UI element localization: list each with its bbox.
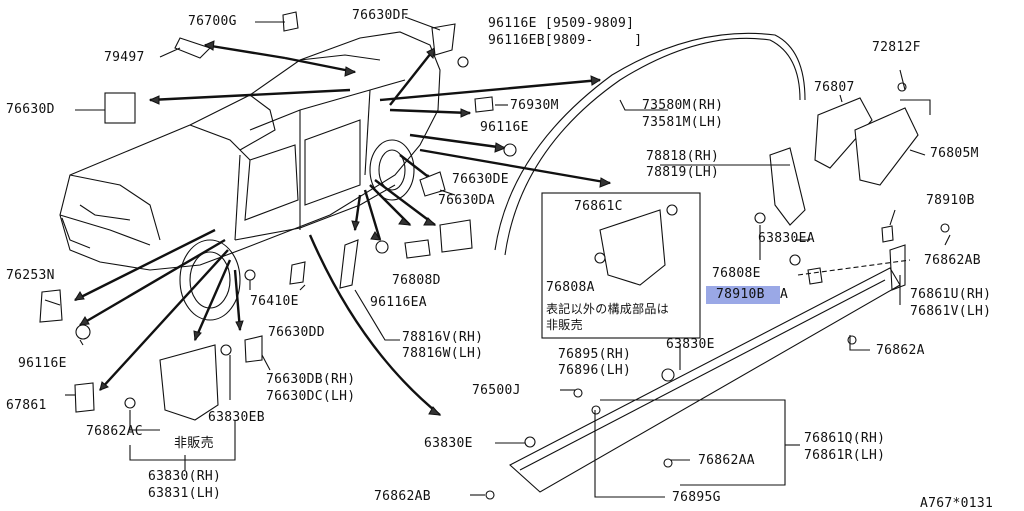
- note-line-2: 非販売: [546, 318, 583, 332]
- label-96116E-mid: 96116E: [480, 120, 529, 135]
- label-76700G: 76700G: [188, 14, 237, 29]
- label-73580M: 73580M(RH): [642, 98, 724, 113]
- callout-lines: [44, 16, 951, 498]
- label-76808E: 76808E: [712, 266, 761, 281]
- label-76630DD: 76630DD: [268, 325, 325, 340]
- label-78819: 78819(LH): [646, 165, 720, 180]
- label-78818: 78818(RH): [646, 149, 720, 164]
- label-76861C: 76861C: [574, 199, 623, 214]
- leader-arrows: [74, 40, 612, 416]
- part-symbols: [39, 11, 950, 500]
- label-76861U: 76861U(RH): [910, 287, 992, 302]
- label-76808A: 76808A: [546, 280, 595, 295]
- mudguard-detail-box: [541, 192, 701, 339]
- label-76862A: 76862A: [876, 343, 925, 358]
- label-76861R: 76861R(LH): [804, 448, 886, 463]
- label-76862AB-bottom: 76862AB: [374, 489, 431, 504]
- highlight-78910BA: [706, 286, 780, 304]
- label-78816W: 78816W(LH): [402, 346, 484, 361]
- label-76930M: 76930M: [510, 98, 559, 113]
- car-body-outline: [59, 31, 441, 321]
- label-76808D: 76808D: [392, 273, 441, 288]
- label-76807: 76807: [814, 80, 855, 95]
- label-78816V: 78816V(RH): [402, 330, 484, 345]
- label-76861V: 76861V(LH): [910, 304, 992, 319]
- label-76630D: 76630D: [6, 102, 55, 117]
- label-63830EA: 63830EA: [758, 231, 815, 246]
- label-72812F: 72812F: [872, 40, 921, 55]
- note-line-1: 表記以外の構成部品は: [546, 302, 670, 316]
- label-76861Q: 76861Q(RH): [804, 431, 886, 446]
- label-96116EB: 96116EB[9809- ]: [488, 33, 643, 48]
- label-63830E-bottom: 63830E: [424, 436, 473, 451]
- label-63830-rh: 63830(RH): [148, 469, 222, 484]
- label-76862AC: 76862AC: [86, 424, 143, 439]
- label-78910B: 78910B: [926, 193, 975, 208]
- label-79497: 79497: [104, 50, 145, 65]
- label-76862AB-right: 76862AB: [924, 253, 981, 268]
- label-76630DB: 76630DB(RH): [266, 372, 356, 387]
- diagram-code: A767*0131: [920, 496, 994, 511]
- label-76630DC: 76630DC(LH): [266, 389, 356, 404]
- label-96116E-left: 96116E: [18, 356, 67, 371]
- label-76862AA: 76862AA: [698, 453, 755, 468]
- label-76630DA: 76630DA: [438, 193, 495, 208]
- label-76805M: 76805M: [930, 146, 979, 161]
- label-76410E: 76410E: [250, 294, 299, 309]
- label-63830EB: 63830EB: [208, 410, 265, 425]
- label-63830E-mid: 63830E: [666, 337, 715, 352]
- label-76895G: 76895G: [672, 490, 721, 505]
- label-76253N: 76253N: [6, 268, 55, 283]
- label-hibaihin-left: 非販売: [174, 436, 214, 451]
- label-76896: 76896(LH): [558, 363, 632, 378]
- label-76500J: 76500J: [472, 383, 521, 398]
- label-76630DF: 76630DF: [352, 8, 409, 23]
- label-63831-lh: 63831(LH): [148, 486, 222, 501]
- label-76630DE: 76630DE: [452, 172, 509, 187]
- label-76895: 76895(RH): [558, 347, 632, 362]
- label-78910BA-tail: A: [780, 287, 789, 302]
- label-96116EA: 96116EA: [370, 295, 427, 310]
- label-73581M: 73581M(LH): [642, 115, 724, 130]
- label-96116E-top: 96116E [9509-9809]: [488, 16, 635, 31]
- roof-molding: [494, 32, 806, 256]
- label-78910BA-highlight: 78910B: [716, 287, 765, 302]
- label-67861: 67861: [6, 398, 47, 413]
